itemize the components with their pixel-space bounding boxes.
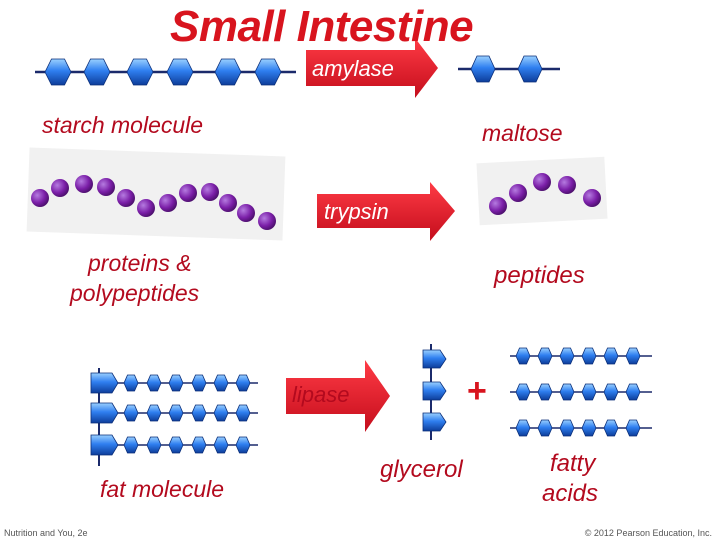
glycerol-unit: [90, 372, 119, 394]
glucose-hexagon: [254, 58, 282, 86]
proteins-label-line2: polypeptides: [70, 280, 200, 306]
amino-acid-bead: [533, 173, 551, 191]
peptides-label: peptides: [494, 262, 585, 289]
glucose-hexagon: [625, 419, 641, 437]
glucose-hexagon: [515, 347, 531, 365]
glucose-hexagon: [166, 58, 194, 86]
glucose-hexagon: [515, 383, 531, 401]
peptide-chain: [489, 173, 601, 215]
glycerol-unit: [422, 412, 447, 432]
footer-right: © 2012 Pearson Education, Inc.: [584, 528, 712, 538]
glucose-hexagon: [123, 436, 139, 454]
glycerol-unit: [422, 381, 447, 401]
protein-chain-background: [26, 147, 286, 241]
trypsin-arrow: [317, 182, 455, 241]
maltose-label: maltose: [482, 120, 563, 146]
glucose-hexagon: [214, 58, 242, 86]
glucose-hexagon: [146, 374, 162, 392]
amino-acid-bead: [489, 197, 507, 215]
glucose-hexagon: [123, 374, 139, 392]
amino-acid-bead: [509, 184, 527, 202]
page-title: Small Intestine: [170, 2, 474, 51]
fat-molecule-structure: [90, 368, 258, 466]
glucose-hexagon: [517, 55, 543, 83]
glucose-hexagon: [213, 374, 229, 392]
amino-acid-bead: [179, 184, 197, 202]
glucose-hexagon: [537, 383, 553, 401]
glycerol-unit: [90, 402, 119, 424]
maltose-chain: [458, 55, 560, 83]
glucose-hexagon: [126, 58, 154, 86]
amino-acid-bead: [558, 176, 576, 194]
plus-sign: +: [467, 372, 487, 410]
fatty-acids-label-line2: acids: [542, 480, 599, 507]
glucose-hexagon: [213, 436, 229, 454]
protein-polypeptide-chain: [31, 175, 276, 230]
glucose-hexagon: [559, 419, 575, 437]
glucose-hexagon: [603, 419, 619, 437]
glucose-hexagon: [146, 404, 162, 422]
glucose-hexagon: [603, 383, 619, 401]
amylase-label: amylase: [312, 56, 394, 81]
glucose-hexagon: [146, 436, 162, 454]
amino-acid-bead: [219, 194, 237, 212]
glucose-hexagon: [515, 419, 531, 437]
glucose-hexagon: [191, 404, 207, 422]
fatty-acid-chains: [510, 347, 652, 437]
glycerol-structure: [422, 344, 447, 440]
lipase-arrow: [286, 360, 390, 432]
amino-acid-bead: [97, 178, 115, 196]
amino-acid-bead: [31, 189, 49, 207]
glucose-hexagon: [625, 383, 641, 401]
glucose-hexagon: [559, 347, 575, 365]
amino-acid-bead: [583, 189, 601, 207]
glucose-hexagon: [168, 436, 184, 454]
glucose-hexagon: [581, 383, 597, 401]
glucose-hexagon: [44, 58, 72, 86]
amylase-arrow: [306, 38, 438, 98]
glucose-hexagon: [235, 404, 251, 422]
glucose-hexagon: [235, 436, 251, 454]
fat-molecule-label: fat molecule: [100, 476, 225, 502]
glycerol-unit: [422, 349, 447, 369]
glucose-hexagon: [581, 419, 597, 437]
glucose-hexagon: [168, 404, 184, 422]
fatty-acids-label-line1: fatty: [550, 450, 596, 477]
amino-acid-bead: [258, 212, 276, 230]
glucose-hexagon: [235, 374, 251, 392]
glucose-hexagon: [537, 347, 553, 365]
amino-acid-bead: [201, 183, 219, 201]
glucose-hexagon: [213, 404, 229, 422]
glycerol-unit: [90, 434, 119, 456]
glucose-hexagon: [168, 374, 184, 392]
amino-acid-bead: [237, 204, 255, 222]
amino-acid-bead: [51, 179, 69, 197]
glucose-hexagon: [83, 58, 111, 86]
glucose-hexagon: [537, 419, 553, 437]
glucose-hexagon: [603, 347, 619, 365]
glucose-hexagon: [191, 374, 207, 392]
glucose-hexagon: [191, 436, 207, 454]
footer-left: Nutrition and You, 2e: [4, 528, 88, 538]
glucose-hexagon: [581, 347, 597, 365]
glycerol-label: glycerol: [380, 456, 463, 483]
trypsin-label: trypsin: [324, 199, 389, 224]
amino-acid-bead: [75, 175, 93, 193]
amino-acid-bead: [117, 189, 135, 207]
glucose-hexagon: [559, 383, 575, 401]
proteins-label-line1: proteins &: [88, 250, 192, 276]
glucose-hexagon: [625, 347, 641, 365]
glucose-hexagon: [470, 55, 496, 83]
glucose-hexagon: [123, 404, 139, 422]
amino-acid-bead: [159, 194, 177, 212]
starch-molecule-chain: [35, 58, 296, 86]
lipase-label: lipase: [292, 382, 350, 407]
amino-acid-bead: [137, 199, 155, 217]
starch-molecule-label: starch molecule: [42, 112, 204, 138]
